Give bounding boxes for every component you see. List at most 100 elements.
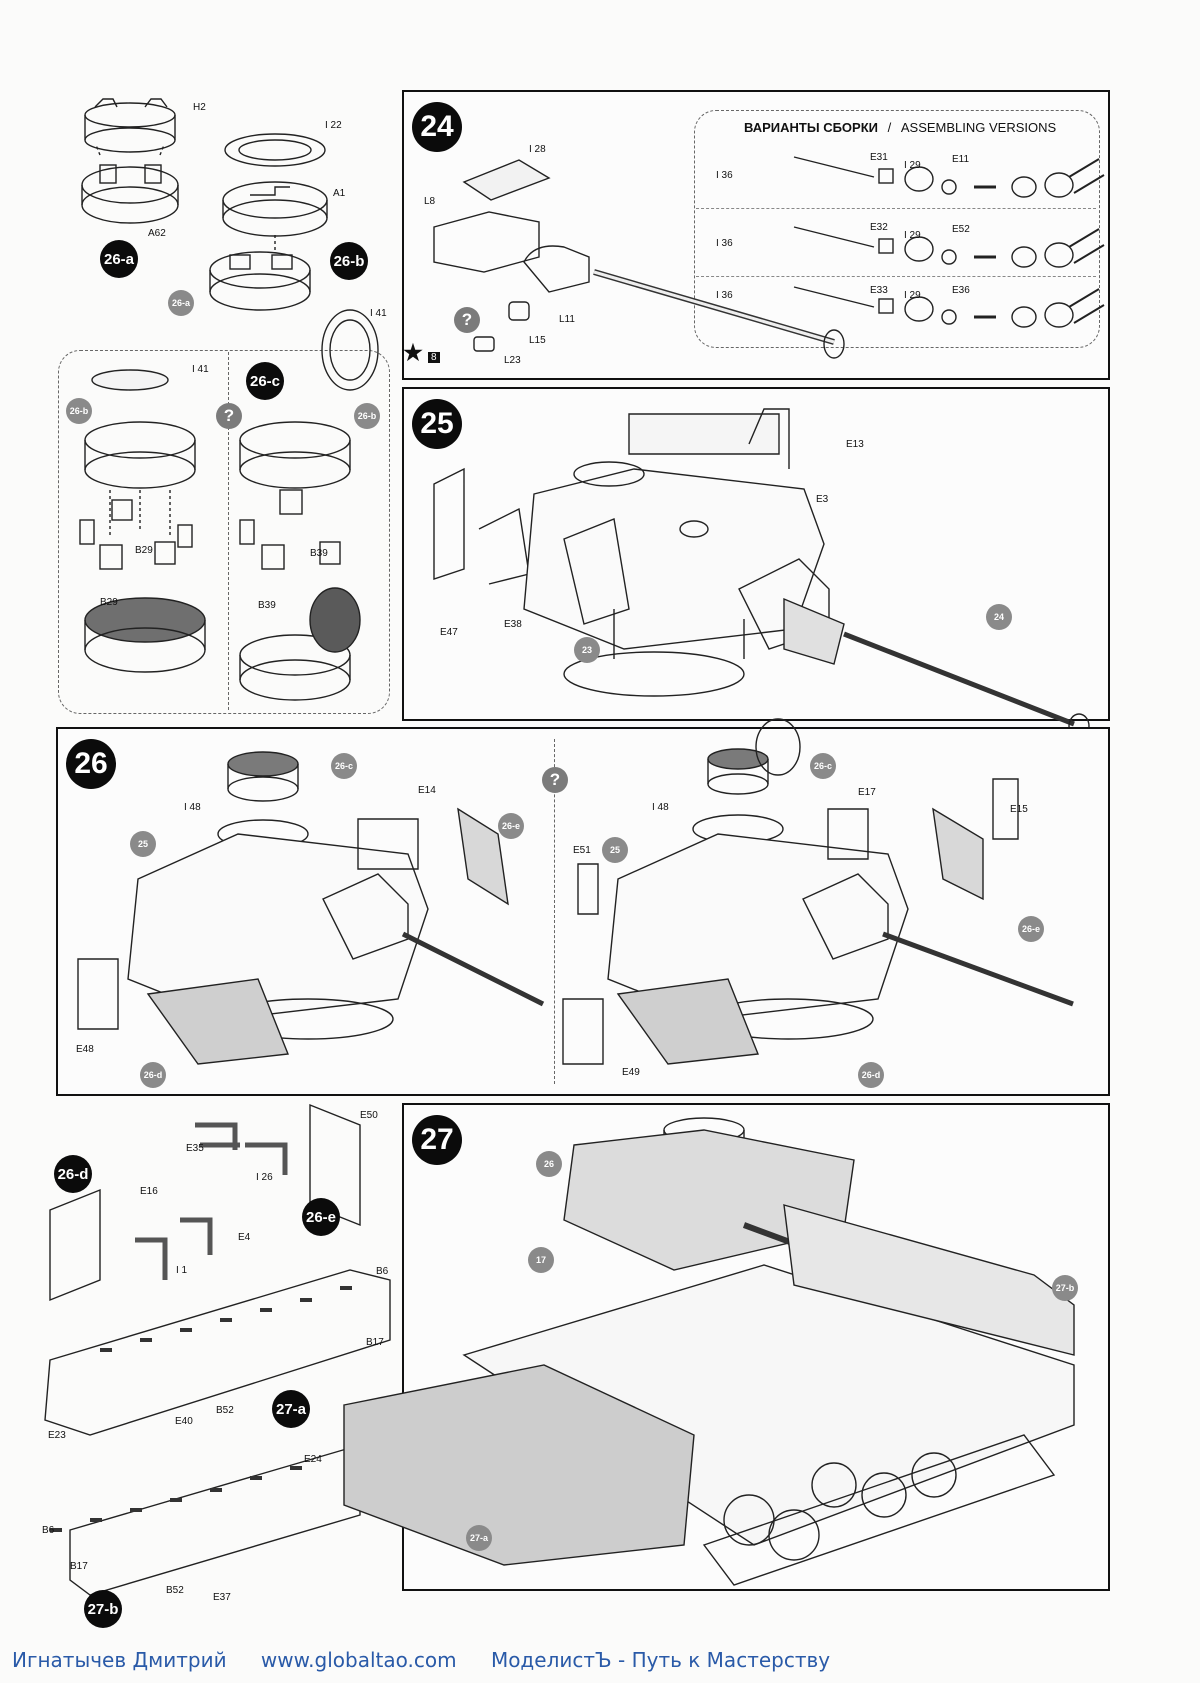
part-label: I 29 [904,160,921,171]
part-label: E11 [952,154,970,165]
part-label: E36 [952,285,970,296]
part-label: I 26 [256,1172,273,1183]
part-label: E24 [304,1454,322,1465]
part-label: I 36 [716,238,733,249]
turret-drawing [433,408,1090,739]
step-number: 25 [412,399,462,449]
step-27-panel: 27 26 17 27-b 27-a [343,1103,1110,1591]
part-label: B17 [366,1337,384,1348]
part-label: I 36 [716,290,733,301]
reference-dot: 25 [602,837,628,863]
versions-title: ВАРИАНТЫ СБОРКИ / ASSEMBLING VERSIONS [744,120,1056,135]
step-number: 27 [412,1115,462,1165]
divider [696,276,1096,277]
step-number: 26 [66,739,116,789]
part-label: L11 [559,314,575,325]
part-label: E50 [360,1110,378,1121]
side-skirts-drawing [44,1103,391,1596]
part-label: E17 [858,787,876,798]
part-label: E47 [440,627,458,638]
reference-dot: 24 [986,604,1012,630]
reference-dot: 26-d [858,1062,884,1088]
part-label: E23 [48,1430,66,1441]
part-label: E37 [213,1592,231,1603]
reference-dot: 26 [536,1151,562,1177]
reference-dot: 23 [574,637,600,663]
star-icon: ★ [403,340,423,365]
subassembly-badge: 26-c [246,362,284,400]
reference-dot: 26-b [354,403,380,429]
footer-site-link[interactable]: www.globaltao.com [260,1648,457,1672]
part-label: B52 [216,1405,234,1416]
assembling-versions-box [694,110,1100,348]
part-label: E40 [175,1416,193,1427]
tank-assembly-drawing [343,1117,1075,1586]
part-label: B6 [376,1266,389,1277]
turret-details-drawing [77,718,1074,1065]
part-label: E49 [622,1067,640,1078]
part-label: E48 [76,1044,94,1055]
subassembly-26c-box [58,350,390,714]
part-label: L8 [424,196,436,207]
versions-title-en: ASSEMBLING VERSIONS [900,120,1057,135]
part-label: E32 [870,222,888,233]
part-label: E4 [238,1232,251,1243]
part-label: B29 [100,597,118,608]
reference-dot: 26-d [140,1062,166,1088]
part-label: B6 [42,1525,55,1536]
step-26-panel: 26 ? [56,718,1110,1096]
part-label: I 22 [325,120,342,131]
question-icon: ? [454,307,480,333]
footer-brand: МоделистЪ - Путь к Мастерству [490,1648,831,1672]
part-label: H2 [193,102,206,113]
reference-dot: 26-e [498,813,524,839]
part-label: I 29 [904,230,921,241]
part-label: B39 [258,600,276,611]
part-label: E33 [870,285,888,296]
reference-dot: 17 [528,1247,554,1273]
reference-dot: 26-c [331,753,357,779]
part-label: E38 [504,619,522,630]
part-label: B39 [310,548,328,559]
part-label: E16 [140,1186,158,1197]
reference-dot: 26-c [810,753,836,779]
divider [554,739,555,1084]
question-icon: ? [216,403,242,429]
reference-dot: 27-b [1052,1275,1078,1301]
part-label: E13 [846,439,864,450]
subassembly-badge: 27-b [84,1590,122,1628]
versions-separator: / [887,120,892,135]
step-24-panel: 24 ВАРИАНТЫ СБОРКИ / ASSEMBLING VERSIONS [402,90,1110,380]
cupola-variants-drawing [79,309,379,701]
star-number: 8 [428,352,440,363]
gun-barrel-drawing [433,156,1105,359]
reference-dot: 26-a [168,290,194,316]
reference-dot: 26-e [1018,916,1044,942]
subassembly-badge: 27-a [272,1390,310,1428]
part-label: I 36 [716,170,733,181]
part-label: E14 [418,785,436,796]
footer-author: Игнатычев Дмитрий [12,1648,227,1672]
part-label: B17 [70,1561,88,1572]
part-label: L23 [504,355,521,366]
cupola-parts-drawing [81,98,328,311]
part-label: I 1 [176,1265,188,1276]
part-label: A62 [148,228,166,239]
subassembly-badge: 26-b [330,242,368,280]
part-label: I 41 [192,364,209,375]
subassembly-badge: 26-d [54,1155,92,1193]
part-label: E15 [1010,804,1028,815]
part-label: E51 [573,845,591,856]
part-label: E31 [870,152,888,163]
part-label: I 28 [529,144,546,155]
divider [228,352,229,710]
part-label: L15 [529,335,546,346]
subassembly-badge: 26-e [302,1198,340,1236]
part-label: I 29 [904,290,921,301]
part-label: I 48 [184,802,201,813]
reference-dot: 26-b [66,398,92,424]
part-label: E3 [816,494,829,505]
reference-dot: 27-a [466,1525,492,1551]
versions-title-ru: ВАРИАНТЫ СБОРКИ [744,120,878,135]
divider [696,208,1096,209]
